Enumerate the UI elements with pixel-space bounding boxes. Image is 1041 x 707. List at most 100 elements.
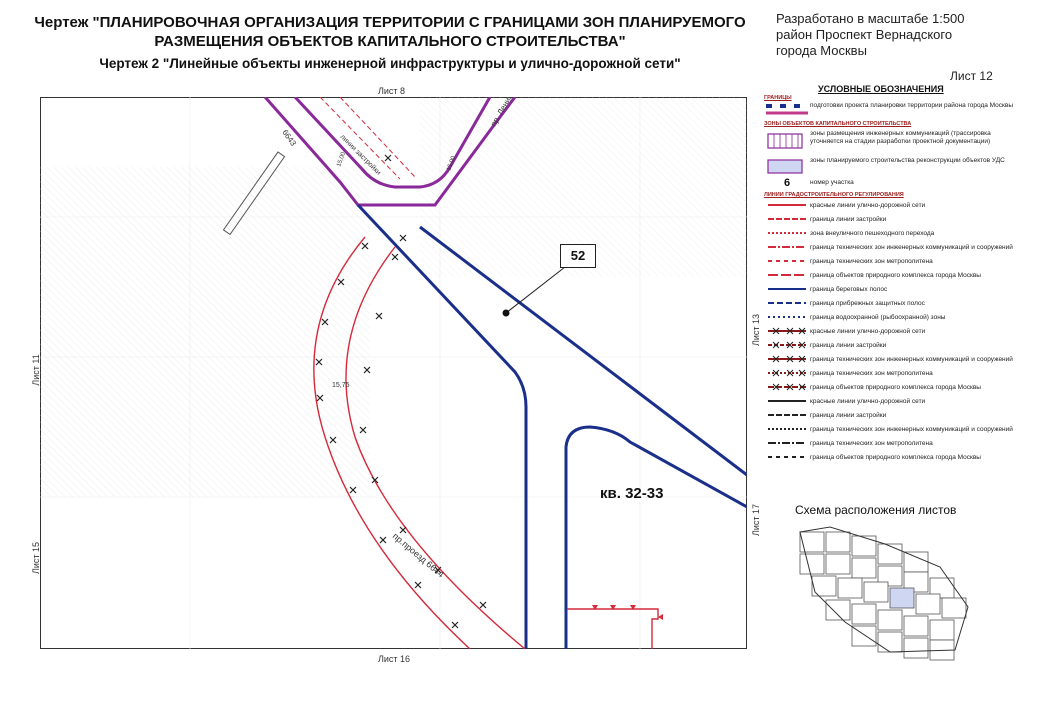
legend-line-label: граница линии застройки <box>810 411 887 419</box>
legend-line-symbol <box>768 400 806 402</box>
legend-line-label: красные линии улично-дорожной сети <box>810 201 926 209</box>
scheme-sheet-cell <box>877 543 903 565</box>
legend-line-label: граница водоохранной (рыбоохранной) зоны <box>810 313 946 321</box>
legend-line-item: граница технических зон метрополитена <box>764 255 1032 268</box>
legend-line-item: граница прибрежных защитных полос <box>764 297 1032 310</box>
drawing-title-line1: Чертеж "ПЛАНИРОВОЧНАЯ ОРГАНИЗАЦИЯ ТЕРРИТ… <box>34 14 746 31</box>
road-dim-1: 15,75 <box>332 382 350 389</box>
legend-title: УСЛОВНЫЕ ОБОЗНАЧЕНИЯ <box>818 84 944 94</box>
scheme-sheet-cell <box>811 575 837 597</box>
legend-symbol-engineering-zone <box>767 133 803 149</box>
legend-head-zones: ЗОНЫ ОБЪЕКТОВ КАПИТАЛЬНОГО СТРОИТЕЛЬСТВА <box>764 121 912 127</box>
scheme-sheet-cell <box>877 609 903 631</box>
legend-label-zone2: зоны планируемого строительства реконстр… <box>810 157 1005 164</box>
legend-item-parcel: 6 номер участка <box>764 177 1032 189</box>
scheme-sheet-cell <box>929 619 955 641</box>
sheet-label-left-lower[interactable]: Лист 15 <box>31 541 41 575</box>
scheme-sheet-cell <box>889 587 915 609</box>
scheme-sheet-cell <box>825 531 851 553</box>
map-drawing: 6643 пр. Ленинский линии застройки 15,75… <box>40 97 747 649</box>
scheme-sheet-cell <box>825 599 851 621</box>
scheme-sheet-cell <box>799 553 825 575</box>
legend-line-label: зона внеуличного пешеходного перехода <box>810 229 935 237</box>
scheme-sheet-cell <box>903 571 929 593</box>
legend-line-label: красные линии улично-дорожной сети <box>810 397 926 405</box>
legend-line-label: граница технических зон инженерных комму… <box>810 243 1013 251</box>
building-outline <box>222 151 286 236</box>
scheme-sheet-cell <box>877 631 903 653</box>
scheme-sheet-cell <box>851 557 877 579</box>
legend-line-label: граница технических зон инженерных комму… <box>810 425 1013 433</box>
scheme-sheet-cell <box>903 637 929 659</box>
legend-line-item: граница технических зон инженерных комму… <box>764 353 1032 366</box>
legend-symbol-road-zone <box>767 159 803 174</box>
legend-line-symbol <box>768 414 806 416</box>
drawing-subtitle: Чертеж 2 "Линейные объекты инженерной ин… <box>99 56 681 71</box>
legend-line-label: граница объектов природного комплекса го… <box>810 453 981 461</box>
red-triangles <box>592 605 663 620</box>
legend-line-label: граница технических зон метрополитена <box>810 257 933 265</box>
scheme-sheet-cell <box>915 593 941 615</box>
legend-line-item: граница линии застройки <box>764 213 1032 226</box>
scale-info-line1: Разработано в масштабе 1:500 <box>776 11 965 26</box>
red-road <box>313 236 526 649</box>
legend-line-item: зона внеуличного пешеходного перехода <box>764 227 1032 240</box>
sheet-label-right-upper[interactable]: Лист 13 <box>751 313 761 347</box>
legend-head-lines: ЛИНИИ ГРАДОСТРОИТЕЛЬНОГО РЕГУЛИРОВАНИЯ <box>764 192 904 198</box>
legend-line-symbol <box>768 355 806 363</box>
legend-line-symbol <box>768 218 806 220</box>
scheme-title: Схема расположения листов <box>795 503 957 517</box>
legend-label-planning: подготовки проекта планировки территории… <box>810 102 1013 109</box>
legend-line-label: граница технических зон инженерных комму… <box>810 355 1013 363</box>
legend-line-label: граница линии застройки <box>810 341 887 349</box>
legend-line-symbol <box>768 428 806 430</box>
legend-line-symbol <box>768 260 806 262</box>
scheme-sheet-cell <box>851 535 877 557</box>
legend-line-label: граница технических зон метрополитена <box>810 369 933 377</box>
scheme-sheet-cell <box>825 553 851 575</box>
legend-line-item: граница береговых полос <box>764 283 1032 296</box>
drawing-title-line2: РАЗМЕЩЕНИЯ ОБЪЕКТОВ КАПИТАЛЬНОГО СТРОИТЕ… <box>154 33 626 50</box>
legend-line-label: граница объектов природного комплекса го… <box>810 383 981 391</box>
legend-head-borders: ГРАНИЦЫ <box>764 95 792 101</box>
legend-line-symbol <box>768 316 806 318</box>
hatch-area-left <box>40 167 370 497</box>
legend-line-item: граница технических зон метрополитена <box>764 437 1032 450</box>
legend-line-item: граница объектов природного комплекса го… <box>764 381 1032 394</box>
legend-line-symbol <box>768 327 806 335</box>
legend-line-label: граница линии застройки <box>810 215 887 223</box>
scale-info-line3: города Москвы <box>776 43 867 58</box>
scheme-sheet-cell <box>799 531 825 553</box>
road-dim-3: 15,00 <box>446 155 457 172</box>
scheme-sheet-cell <box>877 565 903 587</box>
legend-line-symbol <box>768 274 806 276</box>
legend-line-label: граница технических зон метрополитена <box>810 439 933 447</box>
sheet-label-bottom[interactable]: Лист 16 <box>378 654 411 664</box>
legend-line-label: граница объектов природного комплекса го… <box>810 271 981 279</box>
legend-line-label: граница береговых полос <box>810 285 888 293</box>
legend-line-item: граница линии застройки <box>764 409 1032 422</box>
legend: УСЛОВНЫЕ ОБОЗНАЧЕНИЯ ГРАНИЦЫ подготовки … <box>764 84 1032 484</box>
legend-item-planning: подготовки проекта планировки территории… <box>764 102 1032 118</box>
sheet-scheme <box>799 526 969 661</box>
road-dim-2: 15,00 <box>336 151 347 168</box>
legend-line-symbol <box>768 442 806 444</box>
sheet-label-right-lower[interactable]: Лист 17 <box>751 503 761 537</box>
legend-symbol-planning <box>766 104 808 115</box>
sheet-label-top[interactable]: Лист 8 <box>378 86 406 96</box>
legend-line-symbol <box>768 341 806 349</box>
legend-label-zone1: зоны размещения инженерных коммуникаций … <box>810 130 991 145</box>
legend-line-symbol <box>768 232 806 234</box>
scheme-sheet-cell <box>837 577 863 599</box>
scheme-sheet-cell <box>863 581 889 603</box>
scheme-outline <box>799 526 969 653</box>
sheet-label-left-upper[interactable]: Лист 11 <box>31 354 41 386</box>
sheet-number: Лист 12 <box>950 69 993 83</box>
parcel-callout[interactable]: 52 <box>560 244 596 268</box>
legend-line-symbol <box>768 456 806 458</box>
legend-item-zone2: зоны планируемого строительства реконстр… <box>764 157 1032 177</box>
planning-border <box>263 97 517 207</box>
legend-line-item: граница технических зон инженерных комму… <box>764 241 1032 254</box>
red-line-top <box>319 97 416 180</box>
legend-lines-list: красные линии улично-дорожной сети границ… <box>764 199 1032 464</box>
